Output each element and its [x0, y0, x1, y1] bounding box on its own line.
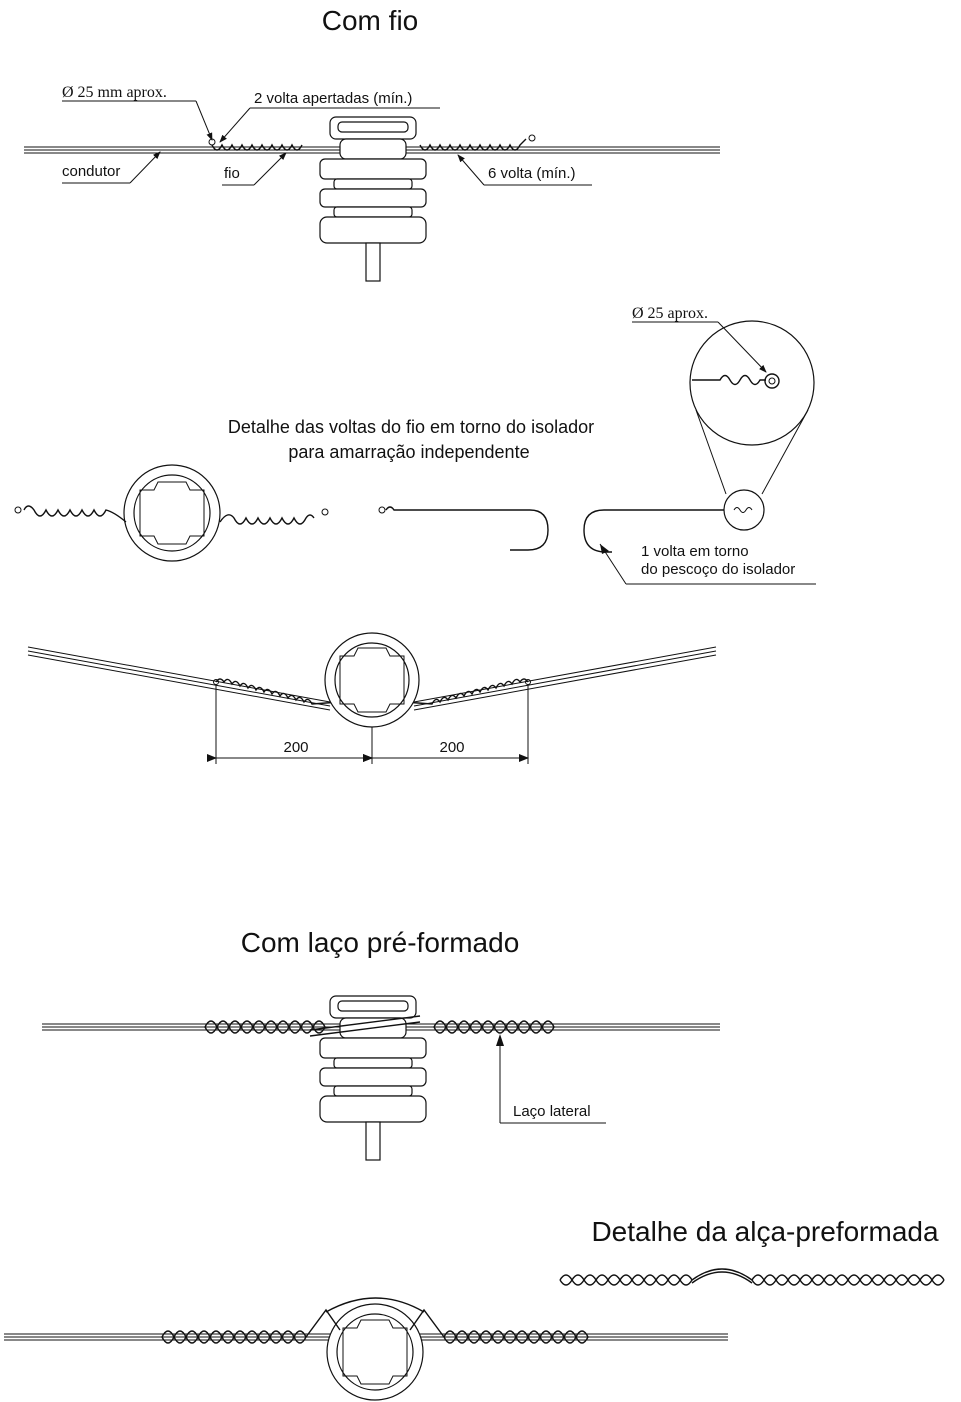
angled-conductor	[27, 646, 717, 711]
label-side-loop: Laço lateral	[513, 1103, 591, 1120]
wire-end-right	[528, 134, 536, 142]
detail1-title-line1: Detalhe das voltas do fio em torno do is…	[228, 417, 594, 437]
insulator-top-view-coil	[14, 464, 329, 562]
dimension-lines	[207, 684, 529, 764]
wire-hook	[378, 506, 549, 551]
pin-insulator-top	[319, 116, 427, 282]
label-two-turns: 2 volta apertadas (mín.)	[254, 90, 412, 107]
label-wire: fio	[224, 165, 240, 182]
preformed-loop-detail	[559, 1268, 945, 1286]
detail2-title: Detalhe da alça-preformada	[591, 1216, 939, 1247]
insulator-top-view-preformed	[326, 1303, 424, 1401]
label-turn-line2: do pescoço do isolador	[641, 561, 795, 578]
section1-title: Com fio	[322, 5, 418, 36]
pin-insulator-bottom	[309, 995, 427, 1161]
preformed-tie-top-view	[161, 1297, 589, 1344]
preformed-tie-side	[204, 1020, 555, 1034]
label-conductor: condutor	[62, 163, 120, 180]
tie-wire-right	[419, 138, 527, 151]
dimension-left: 200	[283, 739, 308, 756]
detail1-title-line2: para amarração independente	[288, 442, 529, 462]
dimension-right: 200	[439, 739, 464, 756]
label-diameter-25: Ø 25 aprox.	[632, 305, 708, 322]
label-diameter-25mm: Ø 25 mm aprox.	[62, 84, 167, 101]
label-turn-line1: 1 volta em torno	[641, 543, 749, 560]
insulator-top-view-angle	[324, 632, 420, 728]
label-six-turns: 6 volta (mín.)	[488, 165, 576, 182]
tie-wire-left	[211, 143, 303, 151]
wire-neck-turn	[583, 320, 815, 553]
section2-title: Com laço pré-formado	[241, 927, 520, 958]
